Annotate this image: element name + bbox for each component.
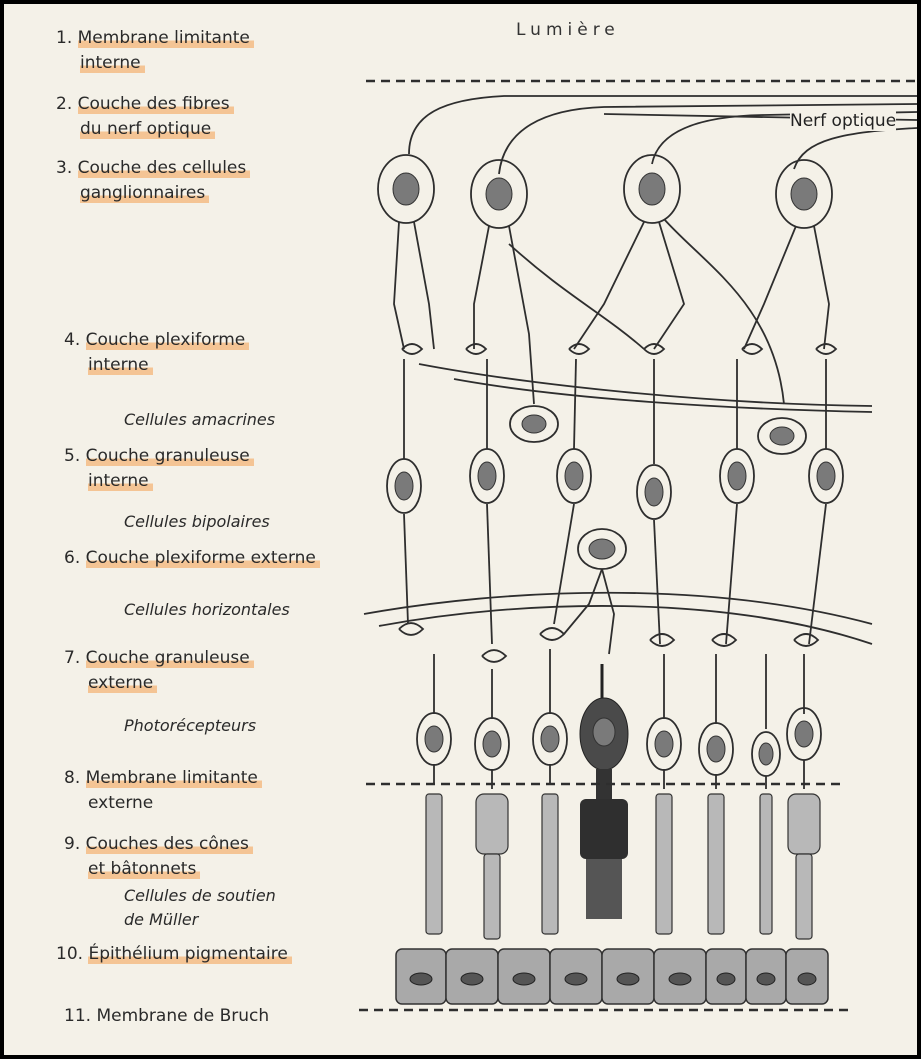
pigment-epithelium bbox=[396, 949, 828, 1004]
muller-cell bbox=[580, 664, 628, 919]
nerve-fiber bbox=[794, 128, 917, 169]
retina-diagram-page: Lumière 1. Membrane limitante interne 2.… bbox=[4, 4, 917, 1055]
horizontal-process bbox=[364, 593, 872, 624]
retina-drawing bbox=[4, 4, 917, 1055]
optic-nerve-label: Nerf optique bbox=[790, 111, 896, 131]
synapse-cluster bbox=[399, 623, 818, 662]
